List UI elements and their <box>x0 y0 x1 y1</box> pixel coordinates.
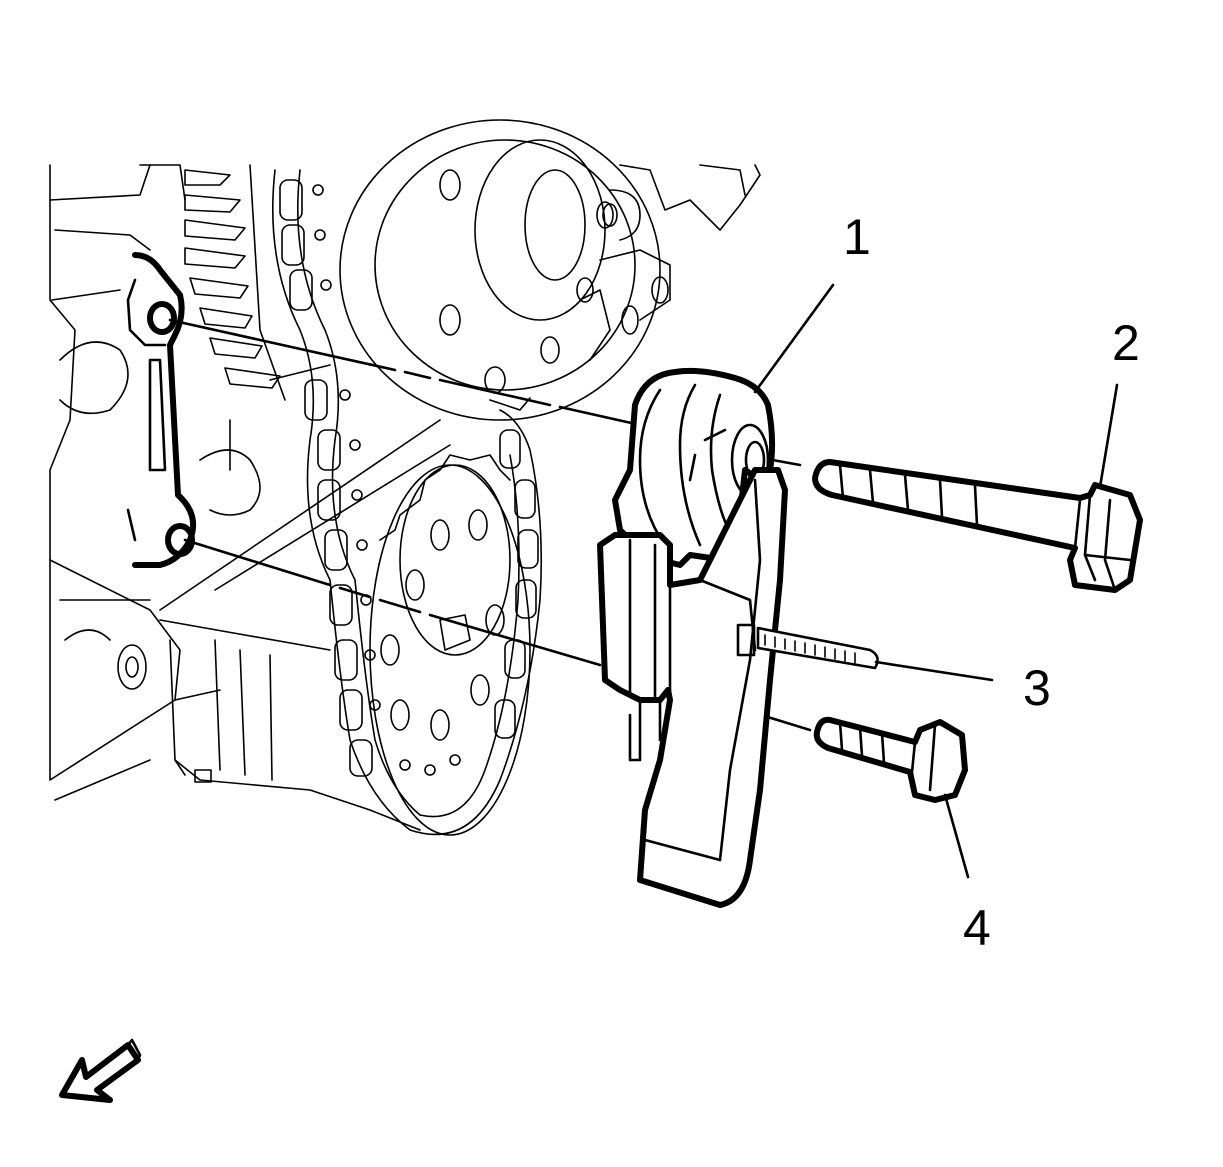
leader-4 <box>943 793 970 879</box>
crankshaft-sprocket <box>369 454 531 836</box>
leader-3 <box>874 660 994 682</box>
timing-chain <box>271 169 543 836</box>
camshaft-sprocket <box>339 119 661 421</box>
engine-block <box>49 164 761 801</box>
part-3-stud <box>756 626 879 670</box>
view-direction-arrow-icon <box>59 1038 142 1103</box>
rack-teeth <box>184 164 286 401</box>
part-4-bolt <box>813 716 968 803</box>
part-2-bolt <box>812 459 1143 593</box>
lower-cover <box>159 419 451 831</box>
callout-1: 1 <box>843 209 871 265</box>
callout-2: 2 <box>1112 315 1140 371</box>
part-1-chain-tensioner-guide <box>597 367 788 908</box>
leader-lines <box>753 283 1119 879</box>
callout-3: 3 <box>1023 660 1051 716</box>
leader-1 <box>753 283 835 394</box>
leader-2 <box>1098 383 1119 489</box>
guide-mounting-bracket <box>126 252 331 568</box>
callout-4: 4 <box>963 900 991 956</box>
